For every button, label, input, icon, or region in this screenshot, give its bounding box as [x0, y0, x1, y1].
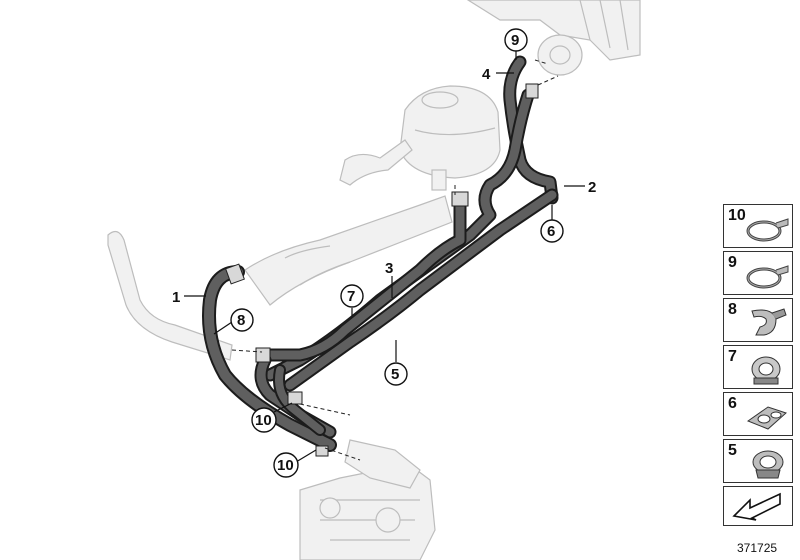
legend-item-7[interactable]: 7 — [723, 345, 793, 389]
hose-clamp-icon — [746, 218, 789, 242]
legend-number: 5 — [728, 442, 737, 459]
callout-2: 2 — [588, 179, 596, 196]
hose-6 — [283, 188, 559, 392]
legend-item-10[interactable]: 10 — [723, 204, 793, 248]
bracket-clip-icon — [751, 308, 787, 336]
lower-hoses — [254, 353, 337, 439]
intake-duct — [244, 195, 453, 306]
tank-cap — [421, 91, 459, 109]
legend-item-6[interactable]: 6 — [723, 392, 793, 436]
callout-8: 8 — [237, 312, 245, 329]
callout-7: 7 — [347, 288, 355, 305]
connectors — [225, 83, 539, 457]
legend-number: 10 — [728, 207, 746, 224]
legend-number: 7 — [728, 348, 737, 365]
callout-9: 9 — [511, 32, 519, 49]
leader-lines — [184, 50, 585, 463]
arrow-down-left-icon — [732, 492, 781, 521]
hose-1 — [202, 265, 337, 452]
callout-10-upper: 10 — [255, 412, 272, 429]
callout-6: 6 — [547, 223, 555, 240]
hose-3 — [258, 193, 467, 362]
hose-group — [202, 55, 559, 461]
callout-1: 1 — [172, 289, 180, 306]
expansion-tank — [399, 85, 501, 179]
callout-10-lower: 10 — [277, 457, 294, 474]
callout-4: 4 — [482, 66, 491, 83]
background-components — [107, 0, 641, 560]
diagram-reference-number: 371725 — [737, 541, 778, 555]
hose-clamp-icon — [746, 265, 789, 289]
callouts: 1 2 3 4 5 6 7 8 9 10 10 — [172, 28, 596, 478]
parts-legend: 10 9 8 7 6 — [723, 204, 795, 529]
legend-item-9[interactable]: 9 — [723, 251, 793, 295]
callout-3: 3 — [385, 260, 393, 277]
legend-number: 6 — [728, 395, 737, 412]
legend-item-8[interactable]: 8 — [723, 298, 793, 342]
legend-number: 8 — [728, 301, 737, 318]
double-clip-icon — [746, 406, 787, 430]
sleeve-clip-icon — [751, 356, 781, 385]
sleeve-clip-icon — [752, 450, 784, 479]
engine-lower — [299, 464, 436, 560]
tank-vent-hose — [339, 139, 413, 186]
legend-item-5[interactable]: 5 — [723, 439, 793, 483]
legend-number: 9 — [728, 254, 737, 271]
next-page-button[interactable] — [723, 486, 793, 526]
callout-5: 5 — [391, 366, 399, 383]
